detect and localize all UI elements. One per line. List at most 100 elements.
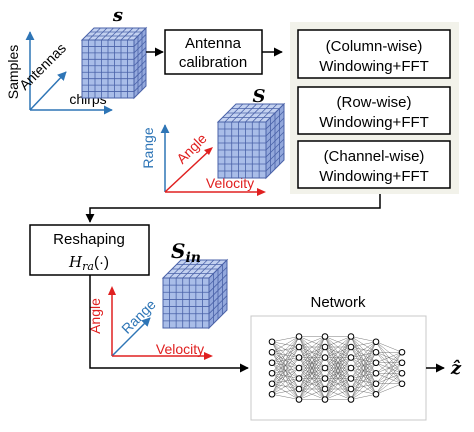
network-edge xyxy=(298,336,326,369)
axis-label-angle-bottom: Angle xyxy=(87,298,103,334)
antenna-calibration-box: Antenna calibration xyxy=(164,29,263,75)
network-edge xyxy=(375,352,403,363)
network-node xyxy=(398,369,406,377)
network-edge xyxy=(350,383,377,400)
network-edge xyxy=(350,341,377,369)
network-node xyxy=(347,354,355,361)
network-edge xyxy=(350,394,377,400)
network-node xyxy=(372,380,380,388)
network-edge xyxy=(324,378,352,400)
network-edge xyxy=(375,352,403,384)
network-node xyxy=(347,385,355,393)
network-edge xyxy=(271,336,300,395)
network-edge xyxy=(324,388,352,400)
network-node xyxy=(321,343,329,351)
network-node xyxy=(295,385,303,393)
network-edge xyxy=(271,336,300,353)
network-node xyxy=(321,364,329,372)
cube-s-in-symbol: Sin xyxy=(171,239,201,266)
network-node xyxy=(268,359,276,367)
axis-label-samples: Samples xyxy=(5,45,21,99)
fft-step-row-line2: Windowing+FFT xyxy=(319,114,429,131)
network-edge xyxy=(271,346,300,395)
reshaping-box: Reshaping Hra(·) xyxy=(29,224,150,276)
network-edge xyxy=(375,341,403,353)
network-edge xyxy=(324,336,352,400)
network-edge xyxy=(350,336,377,342)
network-node xyxy=(347,375,355,382)
axis-label-range-mid: Range xyxy=(140,127,156,168)
cube-s-fft-symbol: S xyxy=(253,86,266,107)
cube-s-symbol: s xyxy=(112,5,123,26)
network-node xyxy=(295,343,303,351)
network-node xyxy=(372,369,380,377)
fft-step-channel-line1: (Channel-wise) xyxy=(324,148,425,165)
cube-s-in xyxy=(161,258,229,330)
network-edge xyxy=(298,346,326,400)
antenna-calibration-line1: Antenna xyxy=(185,35,242,52)
cube-s-fft xyxy=(216,102,286,180)
network-node xyxy=(295,364,303,372)
fft-step-row: (Row-wise) Windowing+FFT xyxy=(297,86,451,135)
network-node xyxy=(321,375,329,382)
network-node xyxy=(372,348,380,356)
network-edge xyxy=(375,373,403,395)
axis-label-velocity-mid: Velocity xyxy=(206,175,254,191)
network-node xyxy=(372,390,380,398)
network-edge xyxy=(298,367,326,400)
network-edge xyxy=(350,341,377,390)
network-edge xyxy=(271,357,300,395)
network-node xyxy=(268,390,276,398)
reshaping-label: Reshaping xyxy=(53,231,125,248)
neural-network-graph xyxy=(268,333,406,403)
network-edge xyxy=(271,394,300,400)
network-node xyxy=(347,364,355,372)
fft-step-row-line1: (Row-wise) xyxy=(337,94,412,111)
network-node xyxy=(268,338,276,346)
fft-step-channel: (Channel-wise) Windowing+FFT xyxy=(297,140,451,189)
network-edge xyxy=(271,388,300,395)
network-node xyxy=(347,343,355,351)
fft-step-column-line1: (Column-wise) xyxy=(326,38,423,55)
axis-label-velocity-bottom: Velocity xyxy=(156,341,204,357)
network-node xyxy=(347,396,355,403)
network-edge xyxy=(324,336,352,390)
network-node xyxy=(372,338,380,346)
network-edge xyxy=(350,352,377,400)
network-edge xyxy=(350,341,377,400)
network-node xyxy=(295,375,303,382)
axis-label-angle-mid: Angle xyxy=(173,130,210,167)
network-edge xyxy=(298,378,326,400)
cube-side-face xyxy=(133,26,147,100)
network-edge xyxy=(298,336,326,400)
network-node xyxy=(321,354,329,361)
output-symbol: ẑ xyxy=(450,358,462,379)
network-edge xyxy=(375,383,403,395)
network-node xyxy=(321,396,329,403)
network-edge xyxy=(324,346,352,400)
network-edge xyxy=(298,388,326,400)
network-edge xyxy=(350,362,377,400)
network-node xyxy=(295,333,303,340)
network-edge xyxy=(350,341,377,358)
fft-step-column-line2: Windowing+FFT xyxy=(319,58,429,75)
network-node xyxy=(268,348,276,356)
network-edge xyxy=(350,373,377,400)
network-node xyxy=(295,354,303,361)
network-edge xyxy=(375,352,403,374)
axis-label-range-bottom: Range xyxy=(118,296,159,337)
network-edge xyxy=(271,378,300,395)
axis-label-antennas: Antennas xyxy=(16,40,69,93)
network-node xyxy=(268,369,276,377)
network-edge xyxy=(298,336,326,348)
arrow-fft-to-reshaping xyxy=(85,194,381,223)
network-edge xyxy=(324,336,352,379)
reshaping-function: Hra(·) xyxy=(68,253,109,273)
network-edge xyxy=(350,341,377,348)
network-edge xyxy=(271,336,300,342)
network-node xyxy=(398,380,406,388)
network-edge xyxy=(324,336,352,358)
network-edge xyxy=(271,336,300,363)
network-node xyxy=(321,333,329,340)
